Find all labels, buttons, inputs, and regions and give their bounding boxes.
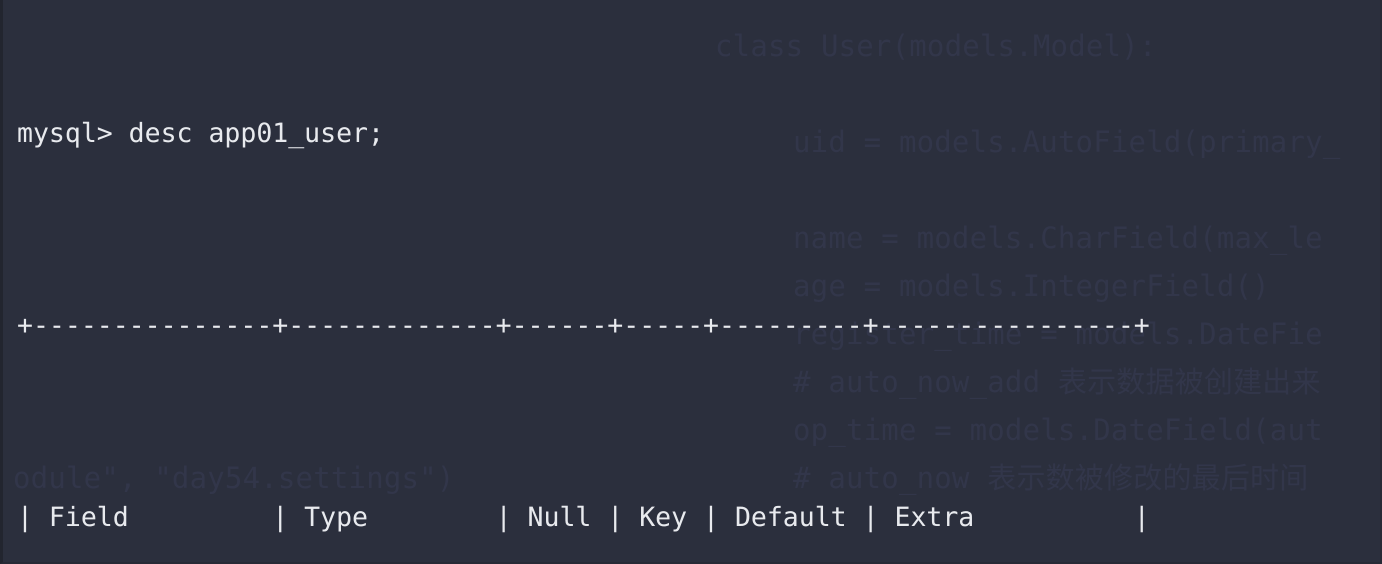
terminal-output[interactable]: mysql> desc app01_user; +---------------…: [3, 0, 1380, 562]
command-prompt-line: mysql> desc app01_user;: [17, 118, 384, 149]
table-header-row: | Field | Type | Null | Key | Default | …: [17, 502, 1150, 533]
table-rule-top: +---------------+-------------+------+--…: [17, 310, 1150, 341]
